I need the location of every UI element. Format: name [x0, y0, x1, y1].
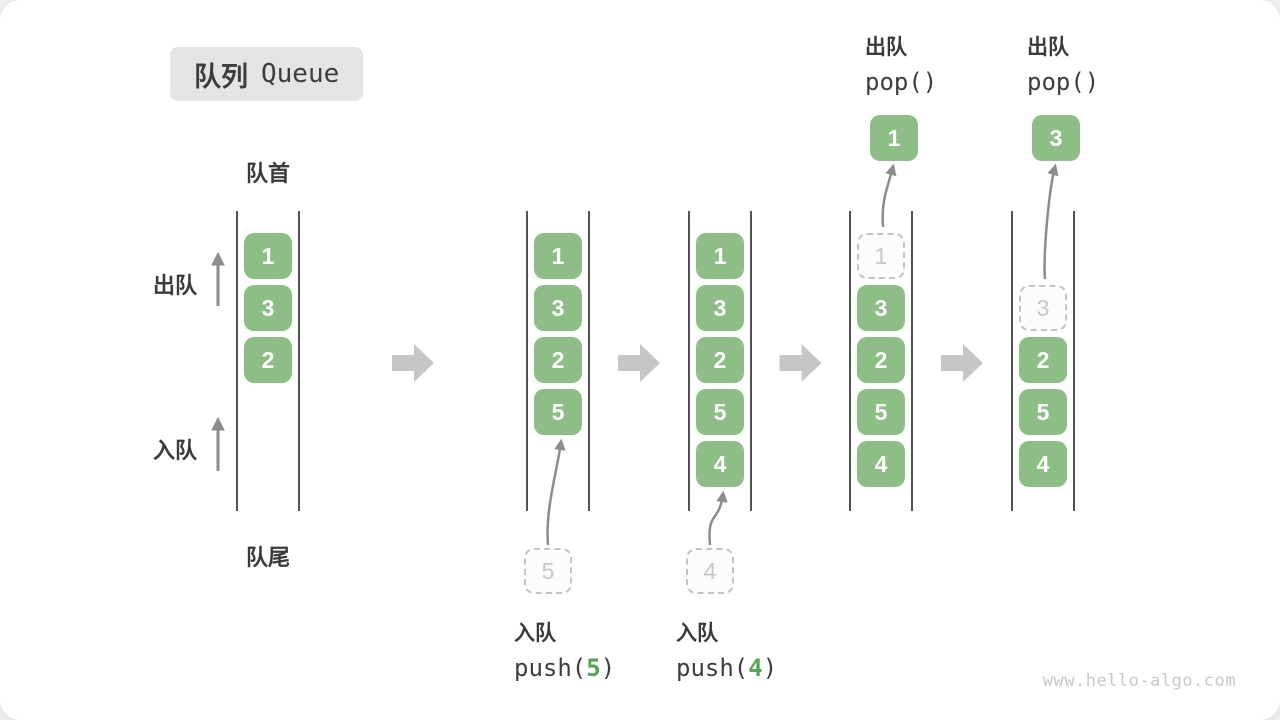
- queue-wall: [588, 211, 590, 511]
- enqueue-op-label: 入队 push(4): [676, 617, 777, 682]
- queue-item-box: 4: [696, 441, 744, 487]
- state-transition-arrow: [779, 344, 822, 382]
- queue-wall: [688, 211, 690, 511]
- queue-wall: [298, 211, 300, 511]
- queue-item-box: 2: [857, 337, 905, 383]
- op-label-zh: 出队: [1027, 36, 1069, 59]
- title-zh: 队列: [194, 61, 248, 92]
- title-badge: 队列 Queue: [170, 47, 364, 101]
- queue-item-box: 1: [696, 233, 744, 279]
- queue-item-box: 2: [244, 337, 292, 383]
- op-label-code: push(4): [676, 654, 777, 682]
- op-label-zh: 入队: [514, 622, 556, 645]
- popped-item-box: 1: [870, 115, 918, 161]
- op-label-code: pop(): [865, 68, 937, 96]
- enqueue-op-label: 入队 push(5): [514, 617, 615, 682]
- queue-item-box: 5: [534, 389, 582, 435]
- dequeue-arrow: [881, 163, 897, 228]
- op-label-code: push(5): [514, 654, 615, 682]
- queue-item-box: 4: [1019, 441, 1067, 487]
- op-code-arg: 5: [586, 654, 601, 682]
- enqueue-arrow: [708, 490, 728, 546]
- queue-item-box: 1: [244, 233, 292, 279]
- queue-item-box: 5: [1019, 389, 1067, 435]
- queue-item-box: 1: [534, 233, 582, 279]
- queue-item-box: 5: [696, 389, 744, 435]
- queue-item-box: 3: [244, 285, 292, 331]
- queue-wall: [1073, 211, 1075, 511]
- queue-wall: [236, 211, 238, 511]
- popped-item-box: 3: [1032, 115, 1080, 161]
- queue-item-box: 3: [696, 285, 744, 331]
- queue-item-box: 5: [857, 389, 905, 435]
- dequeue-arrow: [1043, 163, 1059, 280]
- watermark: www.hello-algo.com: [1042, 671, 1236, 691]
- dequeue-op-label: 出队 pop(): [1027, 31, 1099, 96]
- queue-wall: [911, 211, 913, 511]
- dequeued-ghost-box: 3: [1019, 285, 1067, 331]
- op-code-pre: pop(): [865, 68, 938, 96]
- op-code-post: ): [600, 654, 616, 682]
- op-code-pre: pop(): [1027, 68, 1100, 96]
- dequeued-ghost-box: 1: [857, 233, 905, 279]
- state-transition-arrow: [618, 344, 660, 382]
- op-label-code: pop(): [1027, 68, 1099, 96]
- enqueue-side-label: 入队: [153, 438, 198, 463]
- op-code-arg: 4: [748, 654, 763, 682]
- queue-item-box: 2: [1019, 337, 1067, 383]
- enqueue-arrow: [546, 438, 566, 546]
- op-code-pre: push(: [514, 654, 587, 682]
- state-transition-arrow: [941, 344, 983, 382]
- queue-wall: [849, 211, 851, 511]
- queue-item-box: 2: [534, 337, 582, 383]
- queue-front-label: 队首: [245, 161, 290, 186]
- queue-wall: [1011, 211, 1013, 511]
- queue-wall: [750, 211, 752, 511]
- staged-ghost-box: 4: [686, 548, 734, 594]
- queue-item-box: 4: [857, 441, 905, 487]
- op-label-zh: 入队: [676, 622, 718, 645]
- state-transition-arrow: [392, 344, 434, 382]
- queue-wall: [526, 211, 528, 511]
- dequeue-op-label: 出队 pop(): [865, 31, 937, 96]
- op-label-zh: 出队: [865, 36, 907, 59]
- dequeue-side-label: 出队: [153, 273, 198, 298]
- queue-item-box: 3: [857, 285, 905, 331]
- title-en: Queue: [261, 59, 340, 89]
- queue-rear-label: 队尾: [245, 545, 290, 570]
- queue-item-box: 2: [696, 337, 744, 383]
- queue-item-box: 3: [534, 285, 582, 331]
- op-code-pre: push(: [676, 654, 749, 682]
- op-code-post: ): [762, 654, 778, 682]
- staged-ghost-box: 5: [524, 548, 572, 594]
